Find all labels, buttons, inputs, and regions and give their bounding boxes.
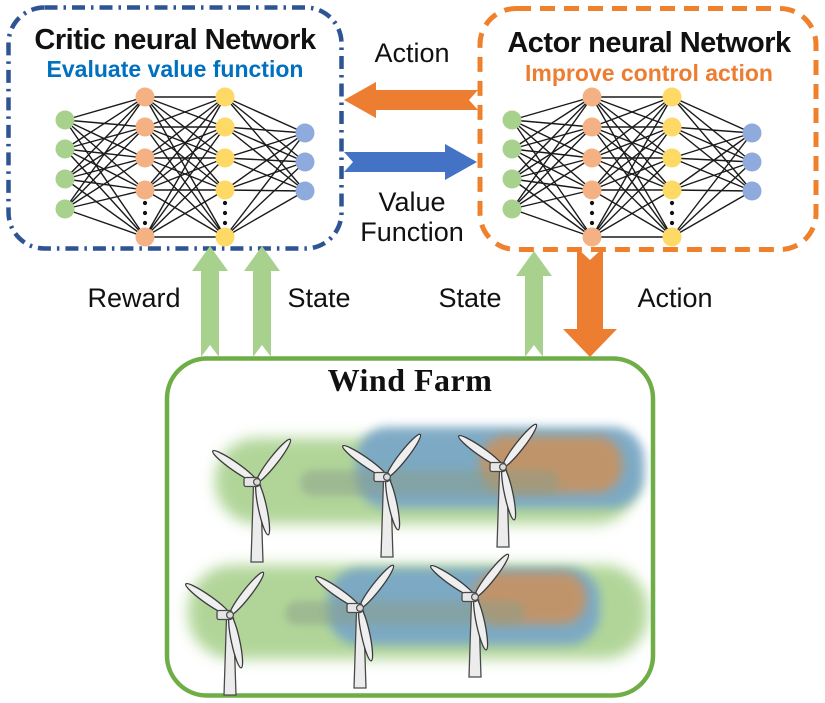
ellipsis-dot — [589, 210, 595, 216]
actor-hidden-layer-2-node — [662, 117, 682, 137]
actor-input-layer-node — [502, 199, 522, 219]
ellipsis-dot — [222, 200, 228, 206]
actor-hidden-layer-1-node — [582, 87, 602, 107]
wind-farm-title: Wind Farm — [327, 362, 493, 398]
critic-input-layer-node — [55, 110, 75, 130]
critic-input-layer-node — [55, 199, 75, 219]
actor-output-layer-node — [742, 152, 762, 172]
wake-streak-row2 — [285, 601, 525, 625]
action-label-to-farm: Action — [637, 283, 713, 313]
reward-arrow-up — [192, 246, 228, 357]
critic-hidden-layer-1-node — [135, 227, 155, 247]
state-label-critic: State — [287, 283, 351, 313]
action-arrow-actor-to-critic — [344, 82, 478, 118]
critic-output-layer-node — [295, 152, 315, 172]
action-arrow-down-to-farm — [563, 248, 617, 357]
actor-output-layer-node — [742, 181, 762, 201]
critic-neural-network — [55, 87, 315, 247]
critic-output-layer-node — [295, 123, 315, 143]
ellipsis-dot — [589, 220, 595, 226]
critic-hidden-layer-2-node — [215, 148, 235, 168]
actor-input-layer-node — [502, 139, 522, 159]
actor-box-title: Actor neural Network — [507, 27, 791, 59]
critic-hidden-layer-1-node — [135, 87, 155, 107]
actor-hidden-layer-2-node — [662, 227, 682, 247]
ellipsis-dot — [222, 210, 228, 216]
actor-box-subtitle: Improve control action — [525, 60, 773, 86]
critic-hidden-layer-2-node — [215, 117, 235, 137]
ellipsis-dot — [589, 200, 595, 206]
value-function-label: Value Function — [360, 187, 464, 248]
critic-hidden-layer-2-node — [215, 227, 235, 247]
actor-hidden-layer-1-node — [582, 180, 602, 200]
critic-box-border — [6, 5, 344, 251]
actor-input-layer-node — [502, 110, 522, 130]
ellipsis-dot — [142, 210, 148, 216]
critic-output-layer-node — [295, 181, 315, 201]
actor-hidden-layer-2-node — [662, 180, 682, 200]
state-arrow-up-critic — [244, 246, 280, 357]
ellipsis-dot — [142, 200, 148, 206]
action-label-top: Action — [374, 38, 450, 68]
actor-hidden-layer-1-node — [582, 117, 602, 137]
state-label-actor: State — [438, 283, 502, 313]
critic-input-layer-node — [55, 169, 75, 189]
critic-hidden-layer-1-node — [135, 117, 155, 137]
ellipsis-dot — [669, 200, 675, 206]
ellipsis-dot — [222, 220, 228, 226]
ellipsis-dot — [142, 220, 148, 226]
actor-hidden-layer-2-node — [662, 87, 682, 107]
ellipsis-dot — [669, 220, 675, 226]
critic-input-layer-node — [55, 139, 75, 159]
reward-label: Reward — [87, 283, 181, 313]
value-function-arrow-critic-to-actor — [344, 144, 477, 180]
ellipsis-dot — [669, 210, 675, 216]
actor-hidden-layer-1-node — [582, 227, 602, 247]
wake-fields — [188, 427, 648, 659]
critic-box-title: Critic neural Network — [34, 24, 316, 56]
state-arrow-up-actor — [516, 251, 552, 357]
actor-neural-network — [502, 87, 762, 247]
actor-output-layer-node — [742, 123, 762, 143]
actor-hidden-layer-2-node — [662, 148, 682, 168]
actor-box-border — [477, 6, 819, 252]
actor-hidden-layer-1-node — [582, 148, 602, 168]
critic-hidden-layer-2-node — [215, 180, 235, 200]
wind-farm-box-border — [164, 356, 656, 698]
critic-hidden-layer-1-node — [135, 180, 155, 200]
critic-hidden-layer-2-node — [215, 87, 235, 107]
actor-input-layer-node — [502, 169, 522, 189]
critic-hidden-layer-1-node — [135, 148, 155, 168]
wake-streak-row1 — [300, 470, 560, 496]
critic-box-subtitle: Evaluate value function — [46, 56, 304, 82]
